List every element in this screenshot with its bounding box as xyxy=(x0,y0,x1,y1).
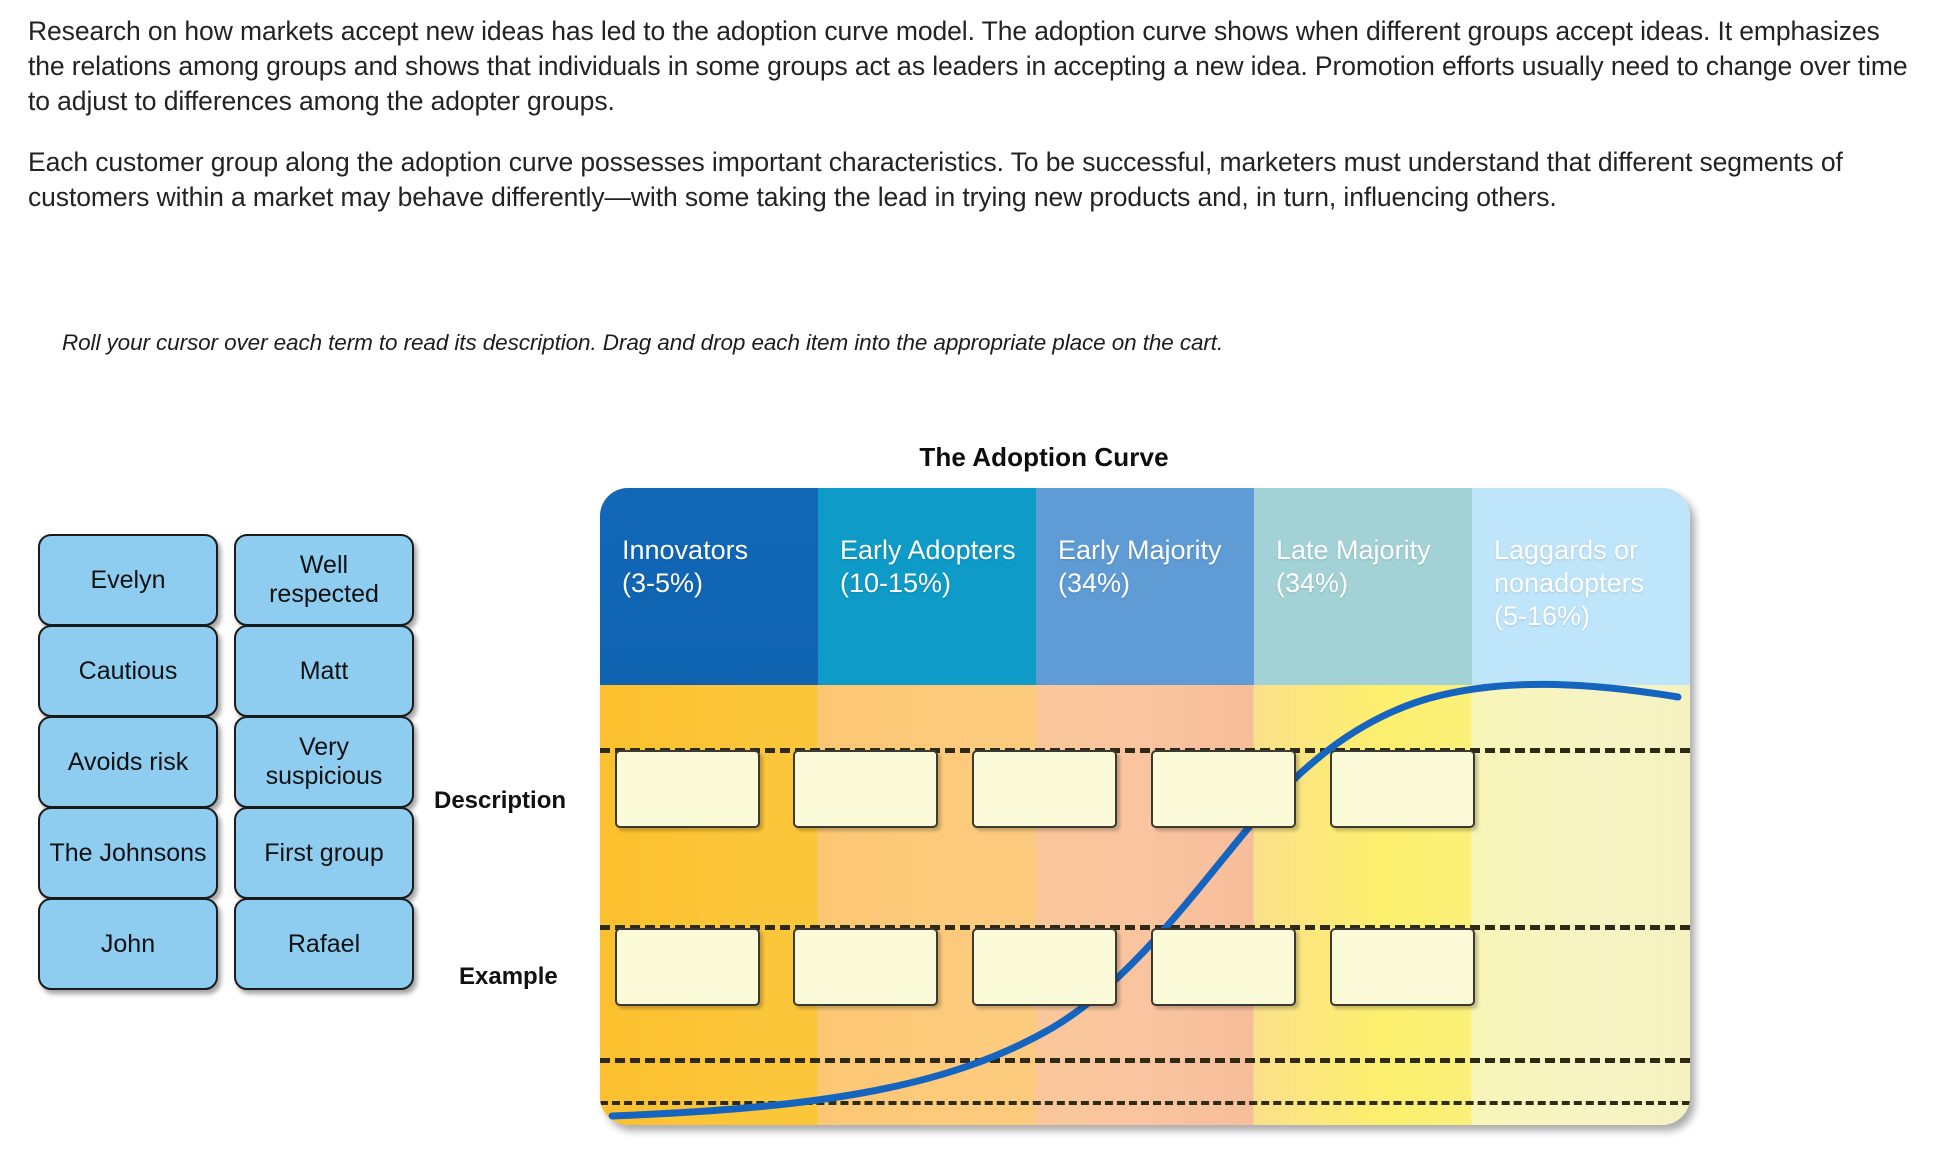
segment-early-majority-name: Early Majority xyxy=(1058,535,1222,565)
draggable-tile-first-group[interactable]: First group xyxy=(234,807,414,899)
dropzone-description-late-majority[interactable] xyxy=(1151,750,1296,828)
draggable-tile-cautious[interactable]: Cautious xyxy=(38,625,218,717)
draggable-tile-the-johnsons[interactable]: The Johnsons xyxy=(38,807,218,899)
draggable-tile-very-suspicious[interactable]: Very suspicious xyxy=(234,716,414,808)
dashed-guide-line-top xyxy=(600,748,1690,753)
row-label-description: Description xyxy=(434,787,567,814)
segment-laggards-percent: (5-16%) xyxy=(1494,601,1591,631)
dropzone-description-laggards[interactable] xyxy=(1330,750,1475,828)
intro-paragraph-2: Each customer group along the adoption c… xyxy=(28,147,1843,212)
dropzone-description-innovators[interactable] xyxy=(615,750,760,828)
draggable-tile-evelyn[interactable]: Evelyn xyxy=(38,534,218,626)
adoption-curve-panel: Innovators (3-5%) Early Adopters (10-15%… xyxy=(600,488,1690,1125)
dropzone-example-early-majority[interactable] xyxy=(972,928,1117,1006)
dashed-guide-line-middle xyxy=(600,925,1690,930)
segment-early-majority: Early Majority (34%) xyxy=(1036,488,1254,685)
dropzone-example-innovators[interactable] xyxy=(615,928,760,1006)
draggable-tile-john[interactable]: John xyxy=(38,898,218,990)
dropzone-description-early-adopters[interactable] xyxy=(793,750,938,828)
segment-laggards-name: Laggards or nonadopters xyxy=(1494,535,1645,598)
dropzone-example-laggards[interactable] xyxy=(1330,928,1475,1006)
chart-title: The Adoption Curve xyxy=(919,442,1169,472)
segment-innovators: Innovators (3-5%) xyxy=(600,488,818,685)
intro-paragraph-1: Research on how markets accept new ideas… xyxy=(28,16,1908,116)
intro-text-block: Research on how markets accept new ideas… xyxy=(28,14,1913,241)
segment-early-adopters-percent: (10-15%) xyxy=(840,568,952,598)
dropzone-description-early-majority[interactable] xyxy=(972,750,1117,828)
draggable-tile-matt[interactable]: Matt xyxy=(234,625,414,717)
activity-instruction: Roll your cursor over each term to read … xyxy=(62,330,1224,355)
segment-late-majority-percent: (34%) xyxy=(1276,568,1349,598)
segment-early-majority-percent: (34%) xyxy=(1058,568,1131,598)
segment-late-majority-name: Late Majority xyxy=(1276,535,1431,565)
segment-innovators-name: Innovators xyxy=(622,535,749,565)
draggable-tile-avoids-risk[interactable]: Avoids risk xyxy=(38,716,218,808)
segment-late-majority: Late Majority (34%) xyxy=(1254,488,1472,685)
adoption-segment-header: Innovators (3-5%) Early Adopters (10-15%… xyxy=(600,488,1690,685)
dashed-guide-line-lower xyxy=(600,1058,1690,1063)
segment-innovators-percent: (3-5%) xyxy=(622,568,704,598)
draggable-tile-tray: Evelyn Cautious Avoids risk The Johnsons… xyxy=(38,534,418,1094)
dropzone-example-late-majority[interactable] xyxy=(1151,928,1296,1006)
dashed-guide-line-bottom xyxy=(600,1101,1690,1105)
segment-laggards: Laggards or nonadopters (5-16%) xyxy=(1472,488,1690,685)
draggable-tile-well-respected[interactable]: Well respected xyxy=(234,534,414,626)
segment-early-adopters: Early Adopters (10-15%) xyxy=(818,488,1036,685)
segment-early-adopters-name: Early Adopters xyxy=(840,535,1016,565)
dropzone-example-early-adopters[interactable] xyxy=(793,928,938,1006)
row-label-example: Example xyxy=(459,963,558,990)
draggable-tile-rafael[interactable]: Rafael xyxy=(234,898,414,990)
